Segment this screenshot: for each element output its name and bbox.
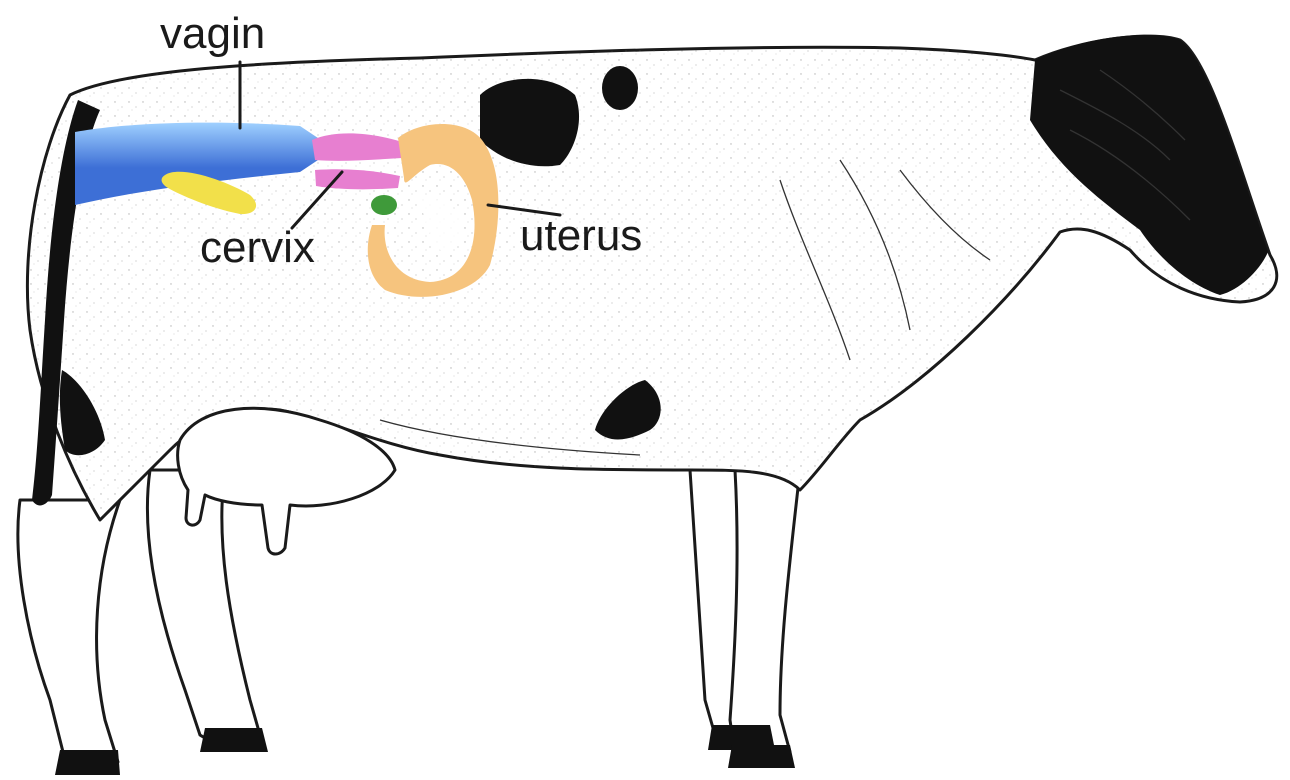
- cervix-label: cervix: [200, 223, 315, 272]
- ovary-right: [371, 195, 397, 215]
- hoof: [200, 728, 268, 752]
- front-leg-near: [730, 470, 800, 762]
- hoof: [728, 745, 795, 768]
- hind-leg-near: [18, 500, 120, 769]
- coat-patch-back: [602, 66, 638, 110]
- hind-leg-far: [147, 470, 262, 745]
- vagina-label: vagin: [160, 9, 265, 58]
- hoof: [55, 750, 120, 775]
- uterus-label: uterus: [520, 211, 642, 260]
